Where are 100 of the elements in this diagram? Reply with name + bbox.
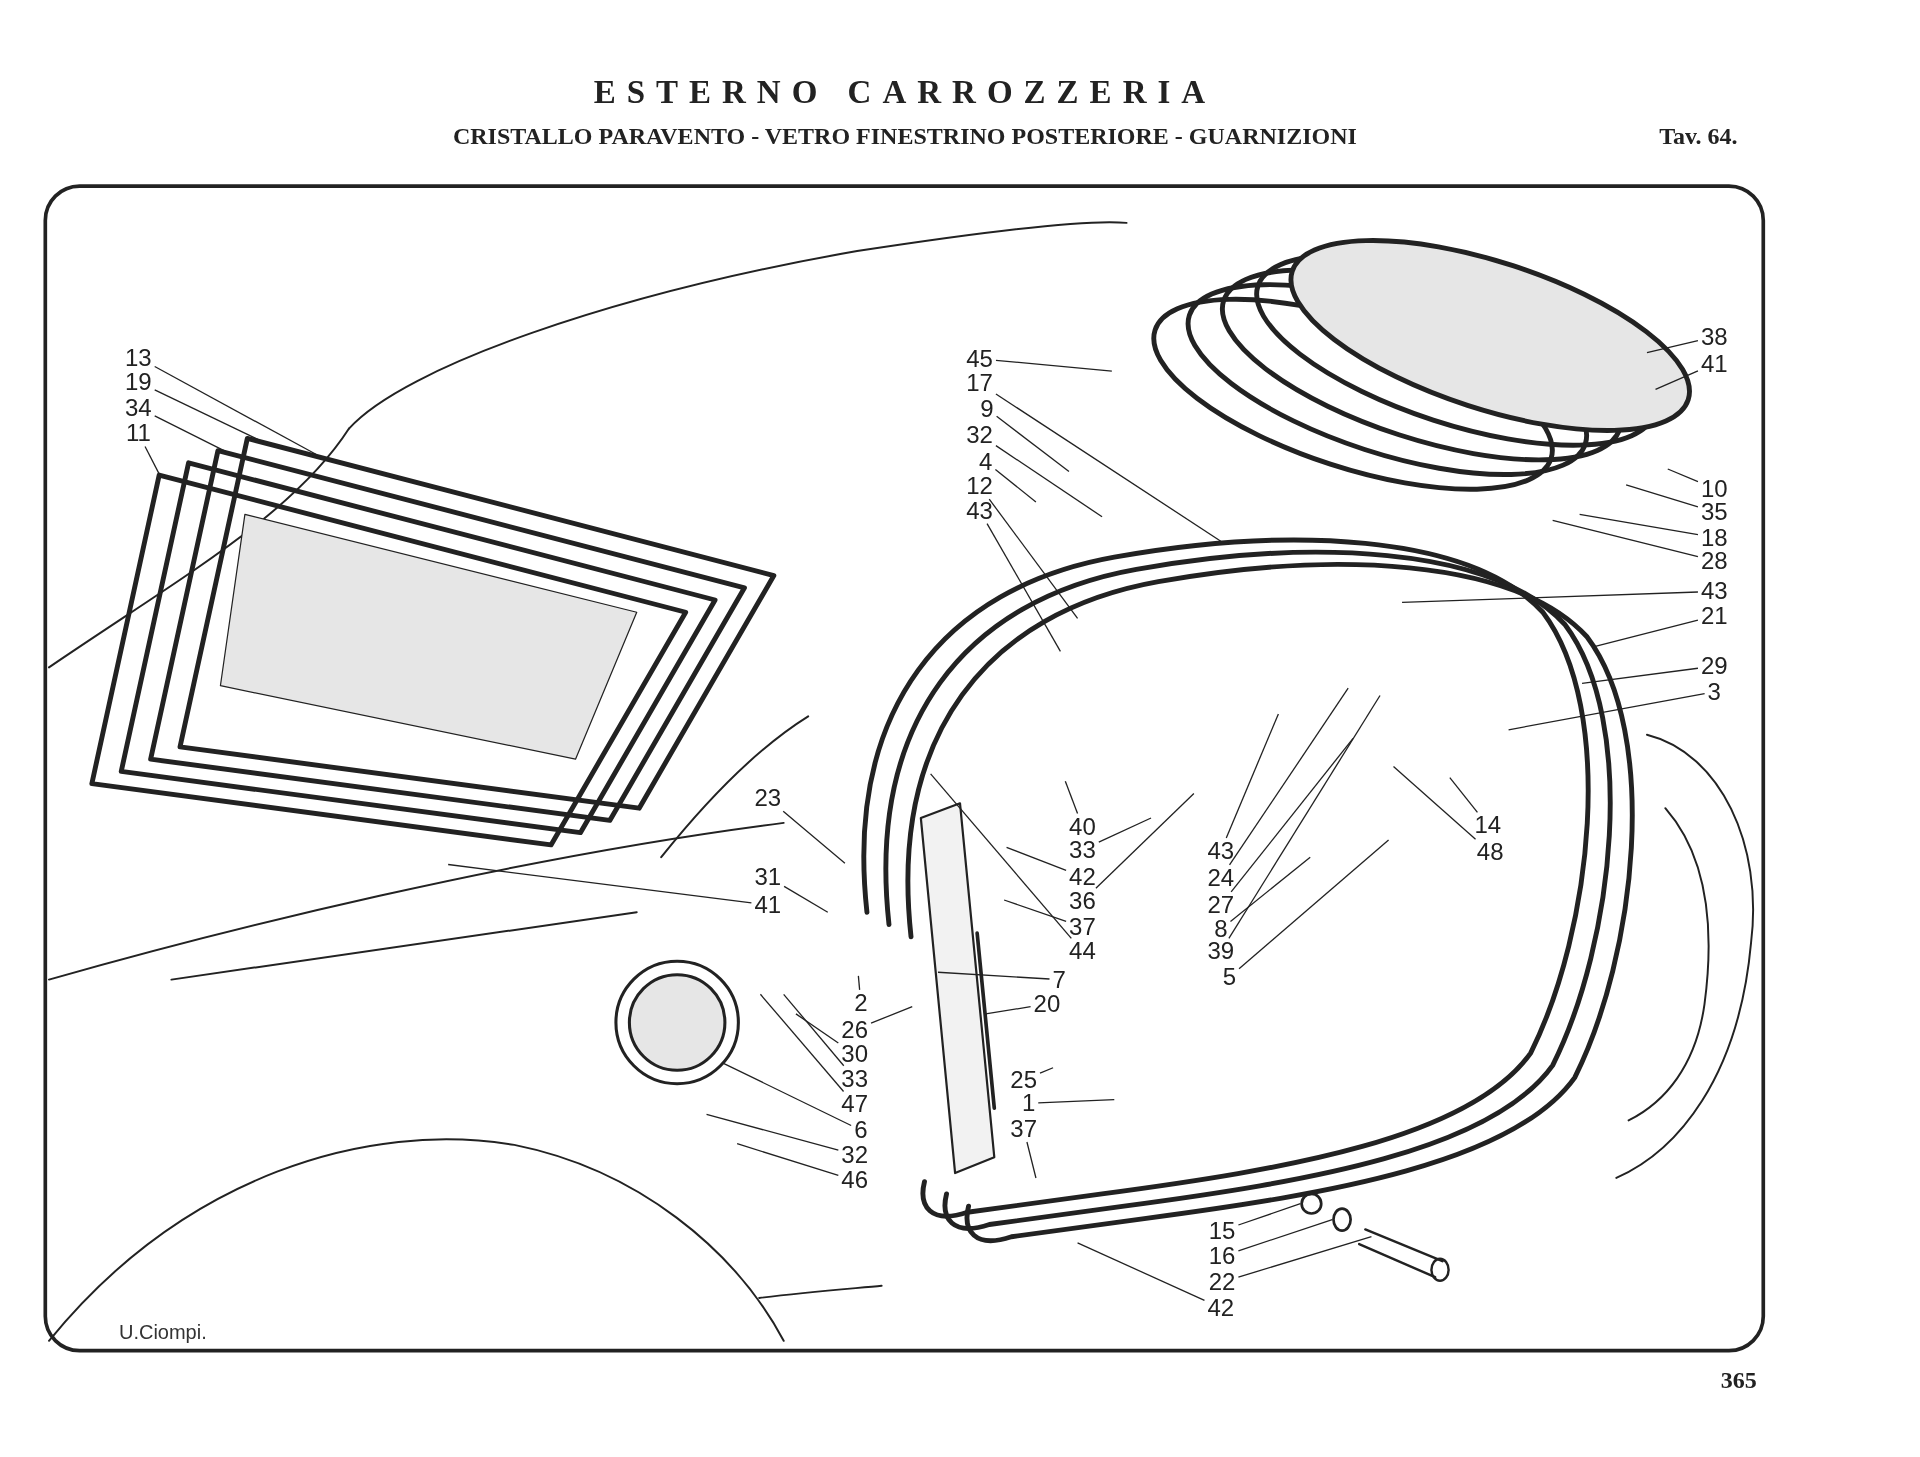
callout-number: 35 <box>1699 499 1729 524</box>
leader-line <box>1654 370 1699 391</box>
leader-line <box>1507 692 1706 731</box>
callout-number: 45 <box>965 346 994 371</box>
seal-strip-drawing <box>975 931 997 1110</box>
callout-number: 10 <box>1699 476 1729 501</box>
callout-number: 40 <box>1068 814 1097 839</box>
callout-number: 27 <box>1206 892 1236 917</box>
leader-line <box>870 1005 913 1024</box>
leader-line <box>1401 591 1699 604</box>
leader-line <box>1228 694 1381 940</box>
callout-number: 23 <box>753 786 783 811</box>
leader-line <box>783 885 829 913</box>
leader-line <box>1625 484 1699 508</box>
callout-number: 43 <box>965 498 994 523</box>
leader-line <box>154 365 317 455</box>
callout-number: 20 <box>1032 992 1062 1017</box>
leader-line <box>447 863 753 904</box>
leader-line <box>988 498 1079 619</box>
callout-number: 32 <box>965 422 994 447</box>
callout-number: 1 <box>1020 1091 1037 1116</box>
callout-number: 15 <box>1207 1218 1237 1243</box>
washer-drawing <box>1332 1207 1352 1232</box>
leader-line <box>1225 713 1280 839</box>
callout-number: 13 <box>124 345 153 370</box>
page-title: ESTERNO CARROZZERIA <box>593 73 1217 111</box>
callout-number: 25 <box>1009 1068 1038 1092</box>
callout-number: 28 <box>1699 548 1729 573</box>
leader-line <box>985 1006 1032 1015</box>
leader-line <box>1237 1218 1333 1252</box>
callout-number: 6 <box>853 1118 869 1143</box>
callout-number: 41 <box>1699 351 1729 376</box>
callout-number: 48 <box>1475 840 1505 865</box>
leader-line <box>1646 339 1699 354</box>
callout-number: 22 <box>1207 1270 1237 1295</box>
callout-number: 9 <box>979 396 995 421</box>
callout-number: 43 <box>1699 579 1729 604</box>
callout-number: 37 <box>1068 914 1097 939</box>
callout-number: 32 <box>840 1142 870 1167</box>
leader-line <box>1005 846 1067 872</box>
leader-line <box>721 1062 852 1127</box>
leader-line <box>795 1013 839 1044</box>
leader-line <box>705 1113 839 1151</box>
callout-number: 26 <box>840 1017 870 1042</box>
callout-number: 30 <box>840 1042 870 1067</box>
callout-number: 44 <box>1068 939 1097 964</box>
leader-line <box>937 971 1051 980</box>
callout-number: 37 <box>1009 1117 1038 1141</box>
ring-nut-drawing <box>1300 1192 1323 1215</box>
callout-number: 14 <box>1473 813 1503 838</box>
plate-number: Tav. 64. <box>1659 122 1738 150</box>
leader-line <box>1076 1242 1206 1301</box>
leader-line <box>995 445 1103 518</box>
leader-line <box>995 415 1070 473</box>
callout-number: 18 <box>1699 525 1729 550</box>
callout-number: 36 <box>1068 889 1097 914</box>
artist-signature: U.Ciompi. <box>118 1320 207 1344</box>
porthole-drawing <box>614 959 740 1086</box>
leader-line <box>1228 687 1349 866</box>
callout-number: 11 <box>124 421 152 446</box>
tube-drawing <box>1357 1228 1450 1283</box>
callout-number: 2 <box>853 990 869 1015</box>
callout-number: 21 <box>1699 603 1729 628</box>
leader-line <box>994 468 1037 503</box>
callout-number: 29 <box>1699 654 1729 679</box>
leader-line <box>1095 792 1195 889</box>
callout-number: 4 <box>978 449 994 474</box>
leader-line <box>1037 1098 1115 1104</box>
callout-number: 39 <box>1206 939 1236 964</box>
callout-number: 42 <box>1206 1295 1236 1320</box>
leader-line <box>1039 1067 1054 1074</box>
leader-line <box>1229 856 1311 923</box>
leader-line <box>783 993 845 1067</box>
callout-number: 33 <box>1068 837 1097 862</box>
leader-line <box>929 773 1072 940</box>
leader-line <box>1238 839 1390 970</box>
leader-line <box>1003 899 1067 922</box>
callout-number: 16 <box>1207 1244 1237 1269</box>
leader-line <box>1064 780 1079 815</box>
callout-number: 31 <box>753 864 783 889</box>
callout-number: 24 <box>1206 865 1236 890</box>
leader-line <box>1667 468 1699 483</box>
callout-number: 33 <box>840 1066 870 1091</box>
leader-line <box>1392 765 1477 840</box>
leader-line <box>1552 519 1699 558</box>
leader-line <box>857 975 861 991</box>
leader-line <box>1578 513 1699 536</box>
page-number: 365 <box>1720 1366 1757 1394</box>
leader-line <box>736 1143 839 1176</box>
leader-line <box>1237 1203 1302 1226</box>
leader-line <box>995 359 1113 372</box>
hinge-pillar-drawing <box>919 802 996 1175</box>
callout-number: 47 <box>840 1092 870 1117</box>
leader-line <box>1098 817 1152 843</box>
callout-number: 46 <box>840 1168 870 1193</box>
callout-number: 8 <box>1213 917 1229 942</box>
callout-number: 41 <box>753 892 783 917</box>
leader-line <box>759 993 845 1093</box>
callout-number: 38 <box>1699 324 1729 349</box>
leader-line <box>986 522 1062 653</box>
